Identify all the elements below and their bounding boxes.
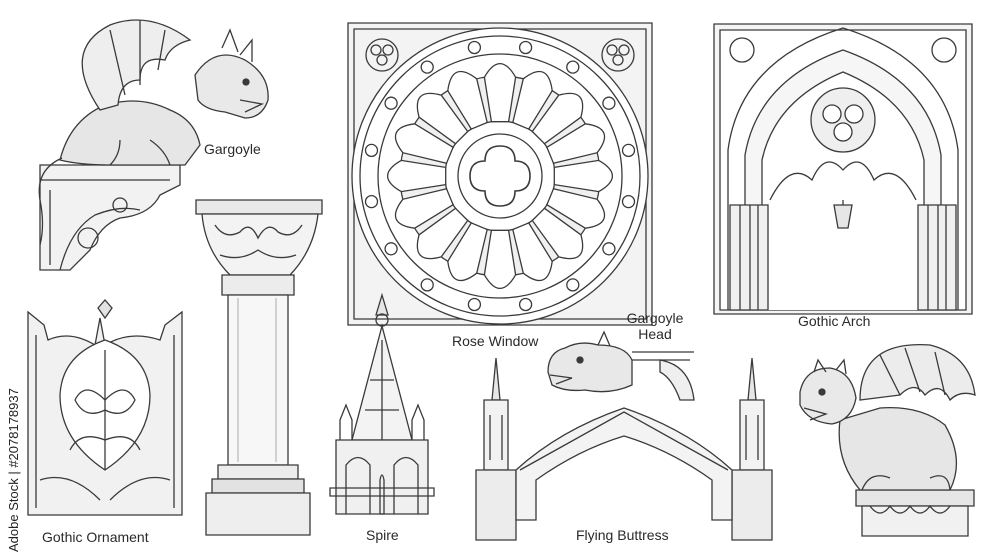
column-illustration [196, 200, 322, 535]
label-gargoyle: Gargoyle [204, 141, 261, 157]
spire-illustration [330, 295, 434, 514]
label-rose-window: Rose Window [452, 333, 539, 349]
gargoyle-head-illustration [548, 332, 694, 400]
rose-petal [547, 124, 605, 163]
rose-oculus [366, 144, 378, 156]
crouching-gargoyle-illustration [800, 345, 975, 536]
rose-oculus [623, 196, 635, 208]
rose-oculus [421, 61, 433, 73]
label-gargoyle-head: Gargoyle Head [620, 310, 690, 342]
rose-oculus [567, 279, 579, 291]
rose-petal [417, 93, 467, 143]
rose-petal [513, 223, 552, 281]
label-gothic-arch: Gothic Arch [798, 313, 871, 329]
rose-oculus [603, 97, 615, 109]
stock-id-watermark: Adobe Stock | #2078178937 [4, 300, 22, 558]
gothic-ornament-illustration [28, 300, 182, 515]
rose-oculus [366, 196, 378, 208]
rose-oculus [421, 279, 433, 291]
rose-petal [484, 64, 515, 122]
rose-oculus [385, 243, 397, 255]
rose-petal [513, 71, 552, 129]
rose-oculus [567, 61, 579, 73]
rose-petal [395, 124, 453, 163]
gargoyle-illustration [39, 20, 268, 270]
rose-petal [448, 71, 487, 129]
rose-petal [484, 230, 515, 288]
rose-window-petals [366, 42, 635, 311]
rose-oculus [623, 144, 635, 156]
label-spire: Spire [366, 527, 399, 543]
label-gargoyle-head-text: Gargoyle Head [626, 310, 684, 342]
rose-petal [554, 160, 612, 191]
stock-id-text: Adobe Stock | #2078178937 [6, 388, 21, 552]
rose-window-illustration [348, 23, 652, 325]
rose-petal [547, 189, 605, 228]
rose-oculus [603, 243, 615, 255]
flying-buttress-illustration [476, 358, 772, 540]
rose-petal [532, 208, 582, 258]
rose-petal [395, 189, 453, 228]
rose-petal [532, 93, 582, 143]
rose-oculus [520, 42, 532, 54]
label-flying-buttress: Flying Buttress [576, 527, 669, 543]
rose-oculus [468, 299, 480, 311]
rose-petal [388, 160, 446, 191]
rose-oculus [385, 97, 397, 109]
rose-oculus [468, 42, 480, 54]
rose-petal [448, 223, 487, 281]
gothic-arch-illustration [714, 24, 972, 314]
label-gothic-ornament: Gothic Ornament [42, 529, 149, 545]
rose-oculus [520, 299, 532, 311]
rose-petal [417, 208, 467, 258]
